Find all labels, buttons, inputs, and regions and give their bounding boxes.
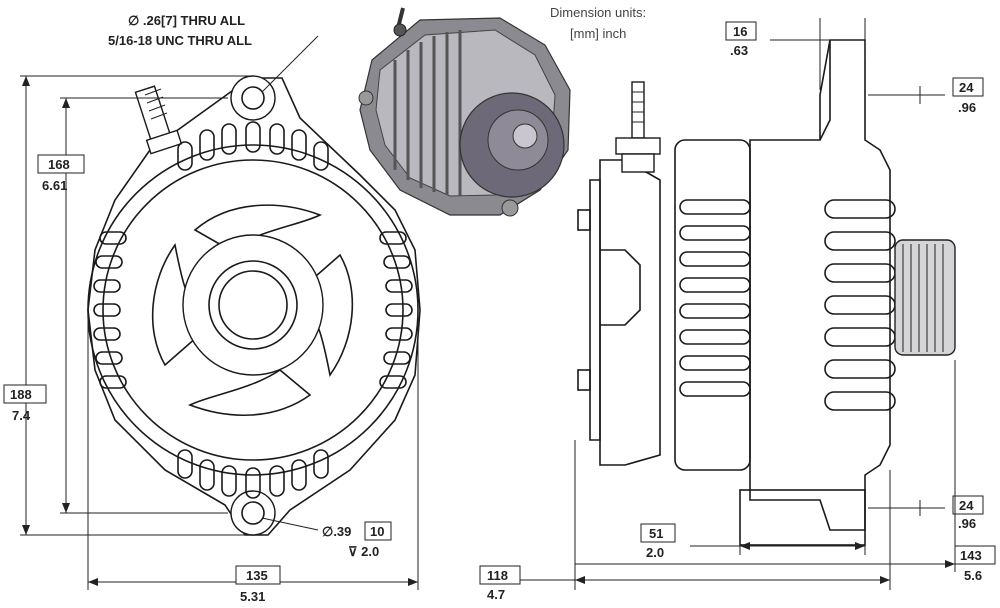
- side-stud: [615, 81, 661, 173]
- iso-render: [358, 7, 571, 217]
- bottom-right-mm: 24: [959, 498, 974, 513]
- bottom-hole-diameter: ∅.39: [322, 524, 351, 539]
- front-view: ∅ .26[7] THRU ALL 5/16-18 UNC THRU ALL ∅…: [3, 13, 421, 604]
- width-mm: 135: [246, 568, 268, 583]
- height-inner-inch: 6.61: [42, 178, 67, 193]
- front-fins: [824, 199, 896, 411]
- side-pulley: [894, 239, 956, 356]
- vent-slots-left: [93, 231, 127, 389]
- pulley-hub: [182, 234, 324, 376]
- vent-slots-top: [177, 121, 329, 171]
- top-offset-inch: .63: [730, 43, 748, 58]
- vent-slots-bottom: [177, 449, 329, 499]
- height-outer-inch: 7.4: [12, 408, 31, 423]
- top-offset-mm: 16: [733, 24, 747, 39]
- vent-slots-right: [379, 231, 413, 389]
- units-line: [mm] inch: [570, 26, 626, 41]
- units-title: Dimension units:: [550, 5, 646, 20]
- bottom-mount-hole: [230, 490, 276, 536]
- foot-width-mm: 51: [649, 526, 663, 541]
- top-hole-callout-line1: ∅ .26[7] THRU ALL: [128, 13, 245, 28]
- depth-overall-mm: 143: [960, 548, 982, 563]
- foot-width-inch: 2.0: [646, 545, 664, 560]
- width-inch: 5.31: [240, 589, 265, 604]
- bottom-hole-mm: 10: [370, 524, 384, 539]
- depth-overall-inch: 5.6: [964, 568, 982, 583]
- depth-total-inch: 4.7: [487, 587, 505, 602]
- top-right-mm: 24: [959, 80, 974, 95]
- height-inner-mm: 168: [48, 157, 70, 172]
- top-right-inch: .96: [958, 100, 976, 115]
- top-hole-callout-line2: 5/16-18 UNC THRU ALL: [108, 33, 252, 48]
- stator-slots: [679, 199, 751, 397]
- height-outer-mm: 188: [10, 387, 32, 402]
- output-stud: [134, 85, 183, 155]
- top-mount-hole: [230, 75, 276, 121]
- side-view: 16 .63 24 .96 24 .96 51 2.0 118 4.7: [479, 18, 996, 602]
- bottom-right-inch: .96: [958, 516, 976, 531]
- bottom-hole-depth: ⊽ 2.0: [348, 544, 379, 559]
- depth-total-mm: 118: [487, 568, 508, 583]
